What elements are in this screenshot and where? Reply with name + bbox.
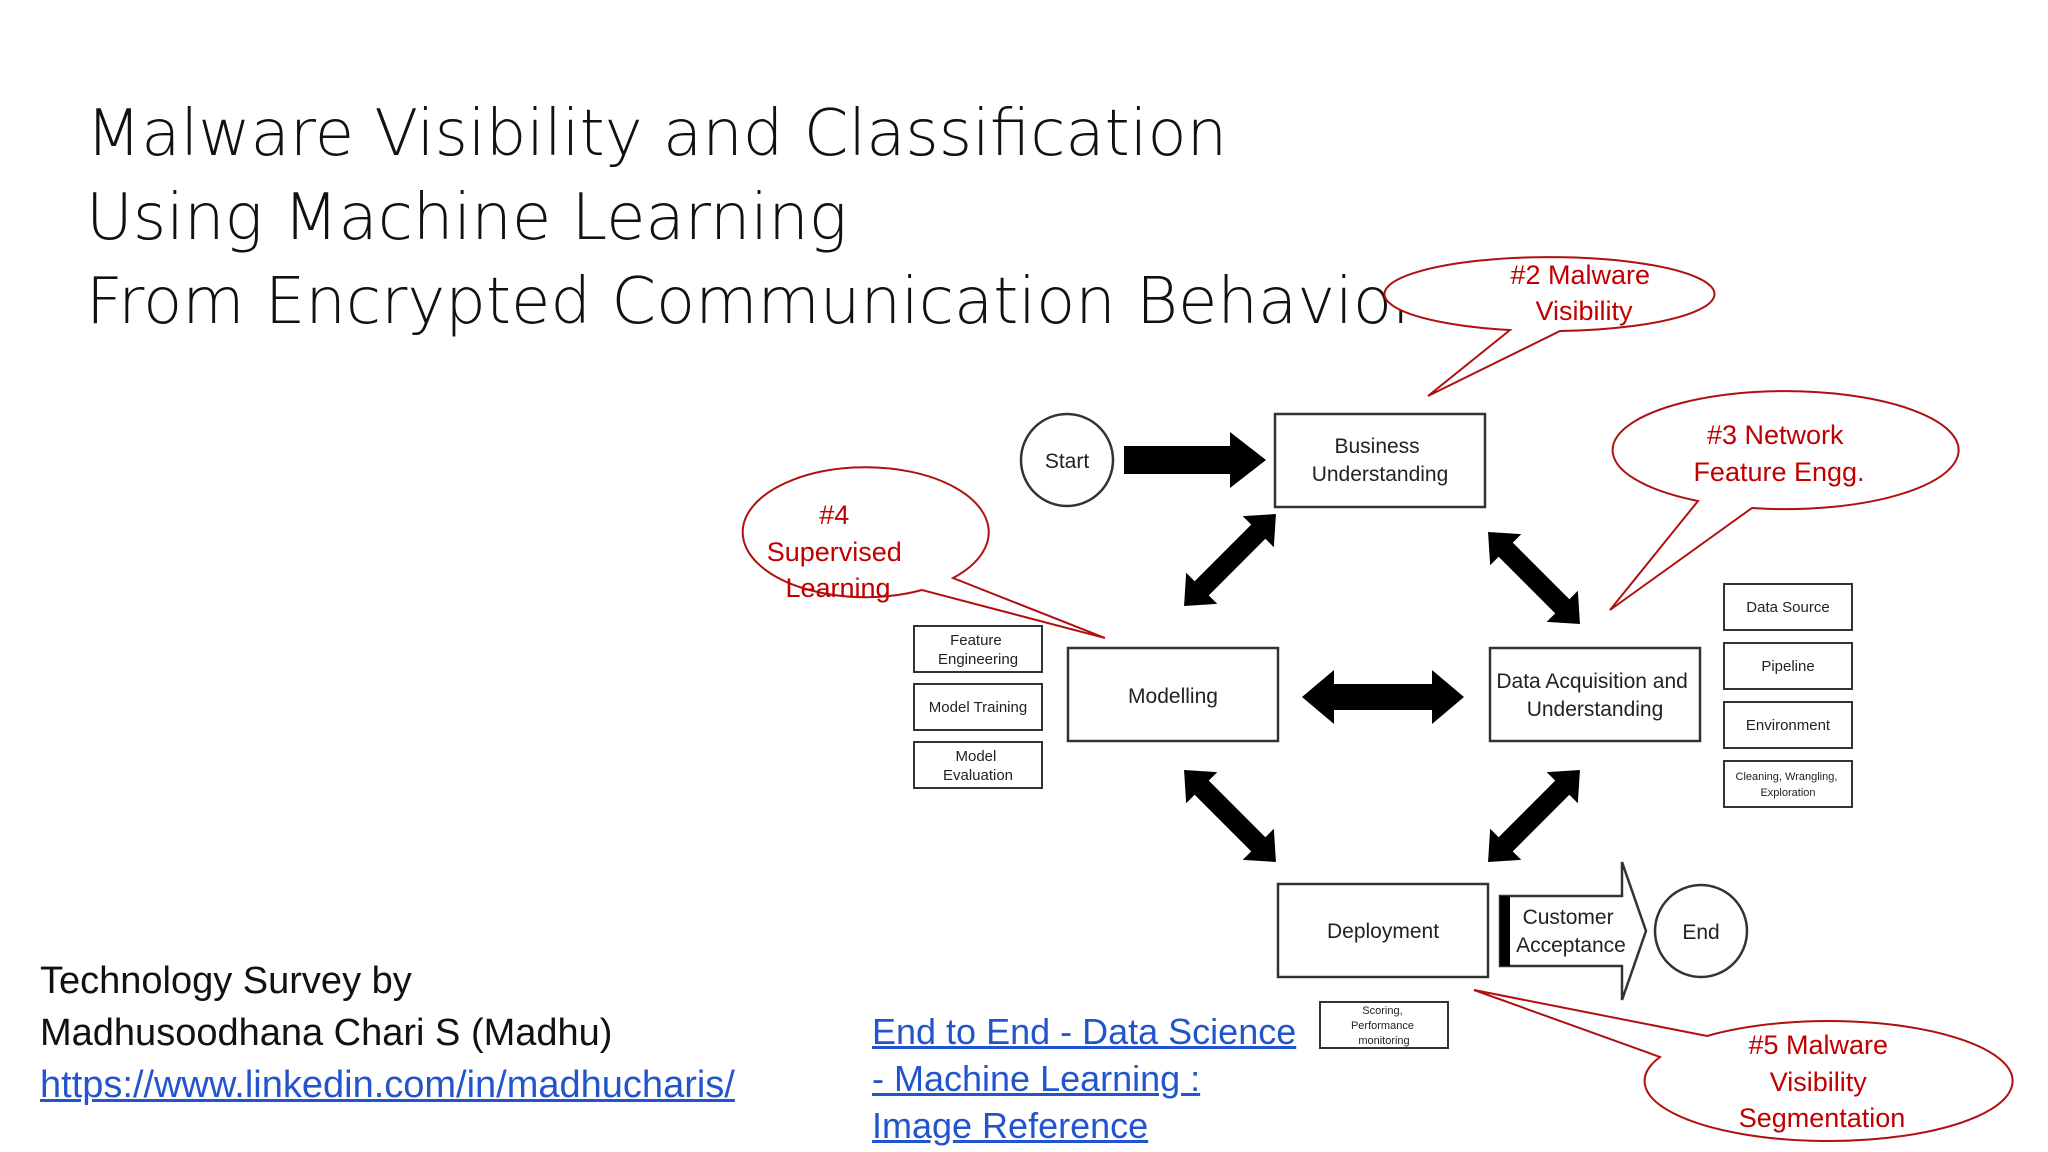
feature-engineering-label: Feature Engineering: [938, 632, 1018, 668]
arrow-data-deployment: [1488, 770, 1580, 862]
svg-text:#2 Malware Visibility: #2 Malware Visibility: [1510, 260, 1657, 326]
deployment-label: Deployment: [1327, 920, 1439, 943]
end-node: [1653, 883, 1749, 979]
reference-line-3[interactable]: Image Reference: [872, 1105, 1149, 1146]
model-training-label: Model Training: [929, 699, 1027, 716]
pipeline-box: [1723, 642, 1853, 690]
arrow-business-data: [1488, 532, 1580, 624]
linkedin-link[interactable]: https://www.linkedin.com/in/madhucharis/: [40, 1064, 735, 1106]
customer-acceptance-bar: [1500, 896, 1510, 966]
reference-line-1[interactable]: End to End - Data Science: [872, 1011, 1297, 1052]
image-reference-link[interactable]: End to End - Data Science - Machine Lear…: [872, 1008, 1297, 1149]
author-line-1: Technology Survey by: [40, 960, 412, 1002]
author-name: Madhusoodhana Chari S (Madhu): [40, 1012, 613, 1054]
svg-text:#5 Malware Visibility: #5 Malware Visibility Segmentation: [1739, 1030, 1906, 1133]
modelling-label: Modelling: [1128, 685, 1218, 708]
arrow-business-modelling: [1184, 514, 1276, 606]
model-evaluation-label: Model Evaluation: [943, 748, 1013, 784]
callout-malware-visibility: #2 Malware Visibility: [1383, 256, 1716, 397]
data-source-label: Data Source: [1746, 599, 1829, 616]
deployment-box: [1276, 882, 1490, 979]
callout-malware-segmentation: #5 Malware Visibility Segmentation: [1473, 989, 2014, 1143]
feature-engineering-box: [913, 625, 1043, 673]
scoring-box: [1319, 1001, 1449, 1049]
data-acquisition-label: Data Acquisition and Understanding: [1496, 670, 1693, 721]
model-evaluation-box: [913, 741, 1043, 789]
title-line-2: Using Machine Learning: [86, 181, 848, 255]
title-line-1: Malware Visibility and Classification: [86, 97, 1228, 171]
customer-acceptance-label: Customer Acceptance: [1516, 906, 1626, 957]
end-label: End: [1682, 921, 1719, 944]
customer-acceptance-arrow: [1498, 861, 1648, 1001]
cleaning-label: Cleaning, Wrangling, Exploration: [1736, 771, 1841, 799]
reference-line-2[interactable]: - Machine Learning :: [872, 1058, 1201, 1099]
modelling-box: [1066, 646, 1280, 743]
callout-network-feature: #3 Network Feature Engg.: [1609, 390, 1960, 611]
svg-text:#3 Network Feature Engg.: #3 Network Feature Engg.: [1693, 420, 1864, 487]
cleaning-box: [1723, 760, 1853, 808]
environment-label: Environment: [1746, 717, 1831, 734]
environment-box: [1723, 701, 1853, 749]
data-acquisition-box: [1488, 646, 1702, 743]
svg-text:#4 Supervised Lear: #4 Supervised Learning: [767, 500, 910, 603]
business-understanding-box: [1273, 412, 1487, 509]
pipeline-label: Pipeline: [1761, 658, 1814, 675]
title-line-3: From Encrypted Communication Behavior: [86, 265, 1419, 339]
start-node: [1019, 412, 1115, 508]
slide-title: Malware Visibility and Classification Us…: [86, 92, 1418, 344]
model-training-box: [913, 683, 1043, 731]
scoring-label: Scoring, Performance monitoring: [1351, 1005, 1417, 1047]
arrow-modelling-data: [1302, 670, 1464, 724]
start-label: Start: [1045, 450, 1090, 473]
arrow-start-to-business: [1124, 432, 1266, 488]
business-understanding-label: Business Understanding: [1312, 435, 1449, 486]
arrow-modelling-deployment: [1184, 770, 1276, 862]
data-source-box: [1723, 583, 1853, 631]
author-block: Technology Survey by Madhusoodhana Chari…: [40, 955, 735, 1111]
callout-supervised-learning: #4 Supervised Learning: [741, 466, 1106, 639]
